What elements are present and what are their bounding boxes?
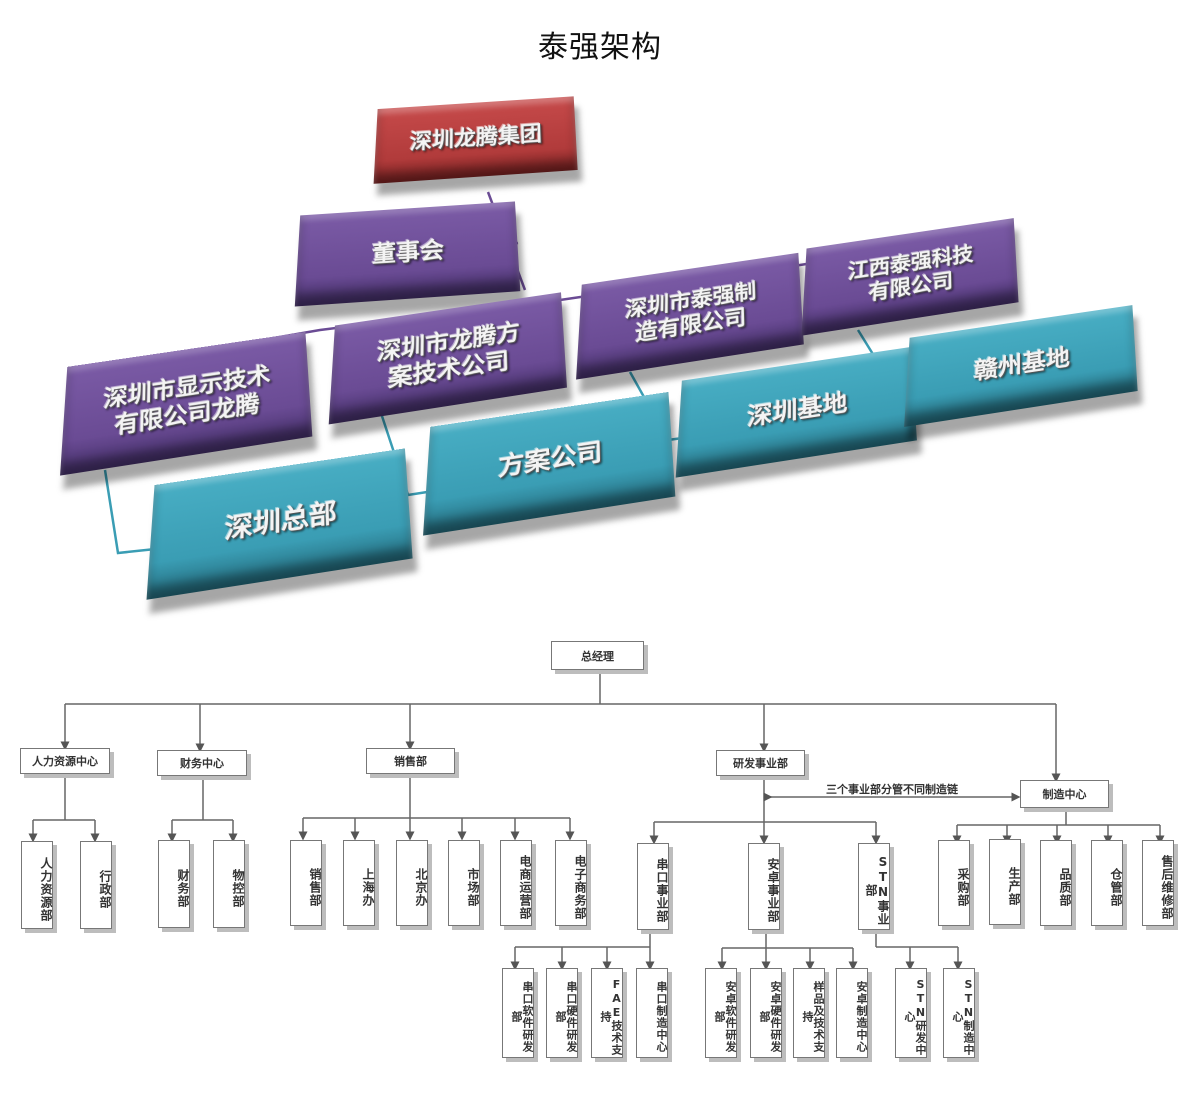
flow-dept-box: 串口事业部 xyxy=(637,843,669,930)
flow-level1-box: 人力资源中心 xyxy=(20,748,110,774)
flow-subdept-box: 样品及技术支持 xyxy=(793,968,825,1058)
flow-subdept-box: STN制造中心 xyxy=(943,968,975,1058)
flow-dept-box: 上海办 xyxy=(343,840,375,926)
flow-level1-box: 财务中心 xyxy=(157,750,247,776)
flow-dept-label: 安卓事业部 xyxy=(767,858,779,923)
flow-dept-box: 财务部 xyxy=(158,840,190,928)
flow-subdept-label: 安卓软件研发部 xyxy=(714,977,736,1057)
flow-subdept-label: 串口制造中心 xyxy=(656,981,667,1053)
flow-dept-label: 售后维修部 xyxy=(1161,855,1173,920)
flow-subdept-label: 串口软件研发部 xyxy=(511,977,533,1057)
flow-dept-label: 物控部 xyxy=(232,869,244,908)
flow-level1-box: 制造中心 xyxy=(1020,780,1109,808)
flow-subdept-box: FAE技术支持 xyxy=(591,968,623,1058)
flow-dept-label: 销售部 xyxy=(309,868,321,907)
flow-subdept-label: STN研发中心 xyxy=(904,977,926,1057)
flow-dept-box: 行政部 xyxy=(80,841,112,929)
flow-dept-box: 电商运营部 xyxy=(500,840,532,926)
flow-level1-label: 财务中心 xyxy=(180,755,224,771)
flow-level1-label: 研发事业部 xyxy=(733,755,788,771)
flow-subdept-box: 安卓制造中心 xyxy=(836,968,868,1058)
flow-dept-box: 安卓事业部 xyxy=(748,843,780,930)
flow-dept-label: 行政部 xyxy=(99,870,111,909)
flow-level1-label: 人力资源中心 xyxy=(32,753,98,769)
flow-dept-box: STN事业部 xyxy=(858,843,890,930)
flow-dept-label: 采购部 xyxy=(957,868,969,907)
flow-subdept-label: 安卓硬件研发部 xyxy=(759,977,781,1057)
flow-dept-box: 市场部 xyxy=(448,840,480,926)
flow-dept-box: 售后维修部 xyxy=(1142,840,1174,926)
flow-subdept-label: 安卓制造中心 xyxy=(856,981,867,1053)
flow-dept-box: 品质部 xyxy=(1040,840,1072,926)
flow-dept-label: 电商运营部 xyxy=(519,855,531,920)
flow-dept-label: STN事业部 xyxy=(865,852,889,929)
flow-dept-label: 北京办 xyxy=(415,868,427,907)
flow-subdept-box: 串口制造中心 xyxy=(636,968,668,1058)
flow-subdept-box: 安卓硬件研发部 xyxy=(750,968,782,1058)
flow-dept-label: 品质部 xyxy=(1059,868,1071,907)
flow-dept-box: 采购部 xyxy=(938,840,970,926)
flow-subdept-label: 串口硬件研发部 xyxy=(555,977,577,1057)
flow-dept-label: 财务部 xyxy=(177,869,189,908)
flow-note: 三个事业部分管不同制造链 xyxy=(826,781,958,797)
flow-dept-label: 市场部 xyxy=(467,868,479,907)
flow-level1-label: 制造中心 xyxy=(1043,786,1087,802)
flow-dept-label: 电子商务部 xyxy=(574,855,586,920)
flow-dept-label: 上海办 xyxy=(362,868,374,907)
flow-dept-box: 北京办 xyxy=(396,840,428,926)
flow-dept-label: 串口事业部 xyxy=(656,858,668,923)
flow-subdept-box: 串口硬件研发部 xyxy=(546,968,578,1058)
flow-subdept-box: STN研发中心 xyxy=(895,968,927,1058)
flow-subdept-box: 串口软件研发部 xyxy=(502,968,534,1058)
flow-subdept-label: STN制造中心 xyxy=(952,977,974,1057)
flow-dept-box: 人力资源部 xyxy=(21,841,53,929)
flow-dept-box: 销售部 xyxy=(290,840,322,926)
flow-dept-label: 人力资源部 xyxy=(40,857,52,922)
flow-level1-label: 销售部 xyxy=(394,753,427,769)
flow-subdept-label: 样品及技术支持 xyxy=(802,977,824,1057)
flow-dept-box: 生产部 xyxy=(989,839,1021,925)
flow-subdept-box: 安卓软件研发部 xyxy=(705,968,737,1058)
flow-dept-box: 仓管部 xyxy=(1091,840,1123,926)
flow-dept-label: 生产部 xyxy=(1008,867,1020,906)
flow-dept-label: 仓管部 xyxy=(1110,868,1122,907)
flow-dept-box: 电子商务部 xyxy=(555,840,587,926)
flow-root-box: 总经理 xyxy=(551,641,644,670)
flow-subdept-label: FAE技术支持 xyxy=(600,977,622,1057)
flow-level1-box: 销售部 xyxy=(366,748,455,774)
flow-dept-box: 物控部 xyxy=(213,840,245,928)
flow-level1-box: 研发事业部 xyxy=(716,750,805,776)
flow-root-label: 总经理 xyxy=(581,648,614,664)
